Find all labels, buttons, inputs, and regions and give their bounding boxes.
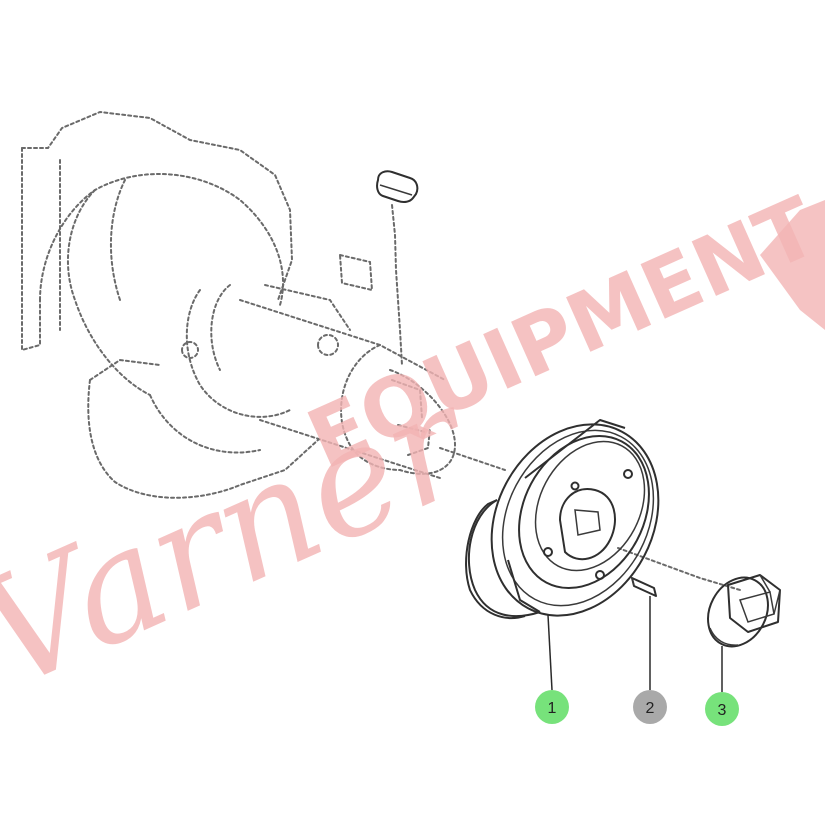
pulley-part [465,419,660,620]
flange-nut-part [707,574,781,648]
callout-2-badge[interactable]: 2 [633,690,667,724]
callout-3-number: 3 [718,702,727,719]
callout-1-badge[interactable]: 1 [535,690,569,724]
engine-housing-outline [21,110,457,499]
callout-1-number: 1 [548,700,557,717]
leader-line-1 [547,614,553,691]
upper-key-part [376,170,419,366]
watermark-logo: Varner EQUIPMENT [0,180,825,723]
callout-2-number: 2 [646,700,655,717]
key-part [631,577,657,597]
svg-text:EQUIPMENT: EQUIPMENT [294,180,825,489]
assembly-centerline-right [617,547,741,591]
callout-3-badge[interactable]: 3 [705,692,739,726]
assembly-centerline [439,447,506,471]
